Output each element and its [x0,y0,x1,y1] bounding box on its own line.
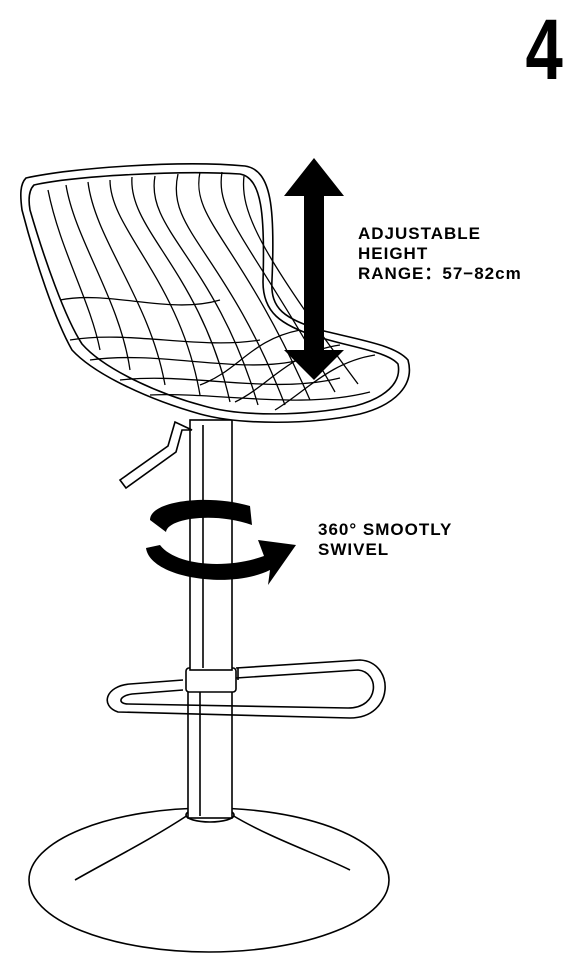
swivel-label-line1: 360° SMOOTLY [318,520,453,539]
height-arrow-icon [284,158,344,380]
height-label-line2: HEIGHT [358,244,429,263]
seat-wave-pattern [47,171,376,411]
upper-column [185,419,237,693]
stool-base [28,807,390,953]
lower-column [187,689,233,819]
height-label-line3: RANGE：57−82cm [358,264,522,283]
adjustable-height-label: ADJUSTABLE HEIGHT RANGE：57−82cm [358,224,522,284]
page-number: 4 [525,2,563,98]
swivel-label-line2: SWIVEL [318,540,390,559]
swivel-label: 360° SMOOTLY SWIVEL [318,520,452,560]
seat-shell [20,163,411,424]
swivel-arrow-icon [146,499,296,585]
gas-lift-lever [118,420,193,490]
footrest-ring [106,659,386,719]
height-label-line1: ADJUSTABLE [358,224,482,243]
